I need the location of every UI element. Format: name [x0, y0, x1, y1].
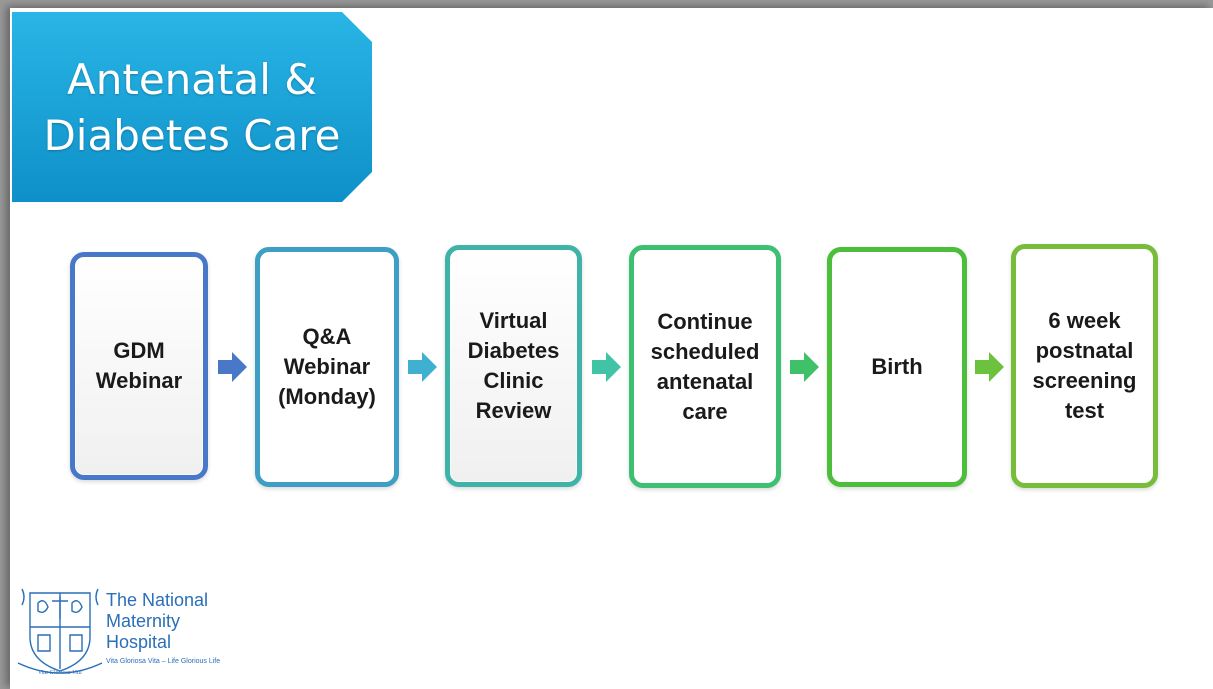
step-continue-antenatal-care: Continue scheduled antenatal care: [629, 245, 781, 488]
arrow-icon: [218, 352, 247, 382]
step-postnatal-screening: 6 week postnatal screening test: [1011, 244, 1158, 488]
hospital-name-line-2: Maternity: [106, 611, 181, 631]
page-title: Antenatal & Diabetes Care: [12, 52, 372, 164]
title-banner-shape: [12, 12, 372, 202]
hospital-crest-icon: Vita Gloriosa Vita: [17, 588, 103, 676]
arrow-icon: [975, 352, 1004, 382]
step-label: Continue scheduled antenatal care: [650, 308, 760, 424]
hospital-logo: Vita Gloriosa Vita: [16, 585, 246, 680]
title-line-2: Diabetes Care: [43, 111, 341, 160]
step-qa-webinar: Q&A Webinar (Monday): [255, 247, 399, 487]
arrow-icon: [790, 352, 819, 382]
step-label: Birth: [871, 354, 923, 379]
arrow-icon: [408, 352, 437, 382]
hospital-motto: Vita Gloriosa Vita – Life Glorious Life: [106, 658, 221, 665]
seal-motto: Vita Gloriosa Vita: [38, 670, 81, 676]
hospital-name-line-3: Hospital: [106, 632, 172, 652]
step-label: 6 week postnatal screening test: [1032, 308, 1137, 423]
hospital-name-line-1: The National: [106, 590, 209, 610]
hospital-name: The National Maternity Hospital: [106, 590, 208, 653]
step-label: Virtual Diabetes Clinic Review: [467, 308, 560, 423]
step-label: GDM Webinar: [95, 338, 183, 393]
step-virtual-diabetes-clinic: Virtual Diabetes Clinic Review: [445, 245, 582, 487]
title-banner: Antenatal & Diabetes Care: [12, 12, 372, 202]
step-gdm-webinar: GDM Webinar: [70, 252, 208, 480]
step-birth: Birth: [827, 247, 967, 487]
arrow-icon: [592, 352, 621, 382]
step-label: Q&A Webinar (Monday): [278, 324, 376, 409]
title-line-1: Antenatal &: [67, 55, 317, 104]
